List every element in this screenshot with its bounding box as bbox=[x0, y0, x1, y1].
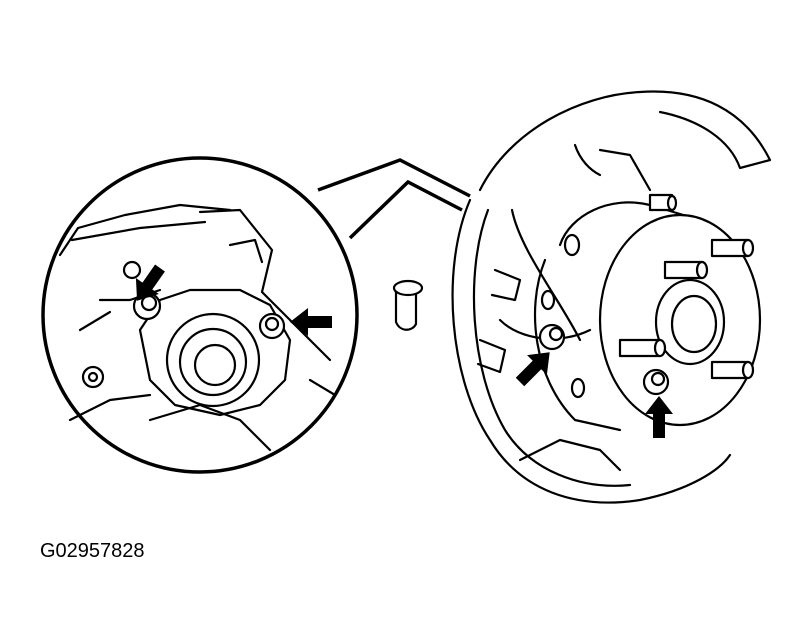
arrow-icon bbox=[135, 264, 165, 301]
detail-view bbox=[41, 156, 359, 474]
arrow-icon bbox=[515, 352, 550, 387]
wheel-stud bbox=[618, 338, 667, 358]
detail-knuckle-face bbox=[138, 288, 292, 417]
hub-rear-edge bbox=[558, 201, 702, 247]
wheel-stud bbox=[710, 360, 755, 380]
hub-bolt-lower bbox=[642, 368, 670, 396]
plate-hole bbox=[570, 377, 586, 399]
wheel-stud bbox=[710, 238, 755, 258]
detail-bearing-inner bbox=[193, 343, 237, 387]
hub-bolt-left bbox=[538, 323, 566, 351]
plate-hole bbox=[563, 233, 581, 257]
detail-circle bbox=[41, 156, 359, 474]
detail-callout-connector bbox=[317, 158, 471, 198]
plate-hole bbox=[540, 289, 556, 311]
wheel-stud bbox=[648, 193, 678, 212]
detail-knuckle-arm bbox=[198, 208, 332, 362]
arrow-icon bbox=[290, 308, 332, 336]
detail-bolt-side bbox=[258, 312, 286, 340]
wheel-stud bbox=[663, 260, 709, 280]
hub-bore-outer bbox=[654, 278, 726, 366]
backing-plate-outline bbox=[451, 198, 732, 504]
detail-hole bbox=[122, 260, 142, 280]
backing-plate-top bbox=[478, 90, 772, 192]
bushing bbox=[394, 286, 418, 331]
hub-bore-inner bbox=[670, 294, 718, 354]
figure-id-label: G02957828 bbox=[40, 540, 145, 562]
detail-bearing-outer bbox=[165, 312, 261, 408]
main-view bbox=[392, 90, 772, 504]
detail-shield-edge bbox=[58, 203, 232, 257]
arrow-icon bbox=[645, 396, 673, 438]
detail-hole bbox=[81, 365, 105, 389]
